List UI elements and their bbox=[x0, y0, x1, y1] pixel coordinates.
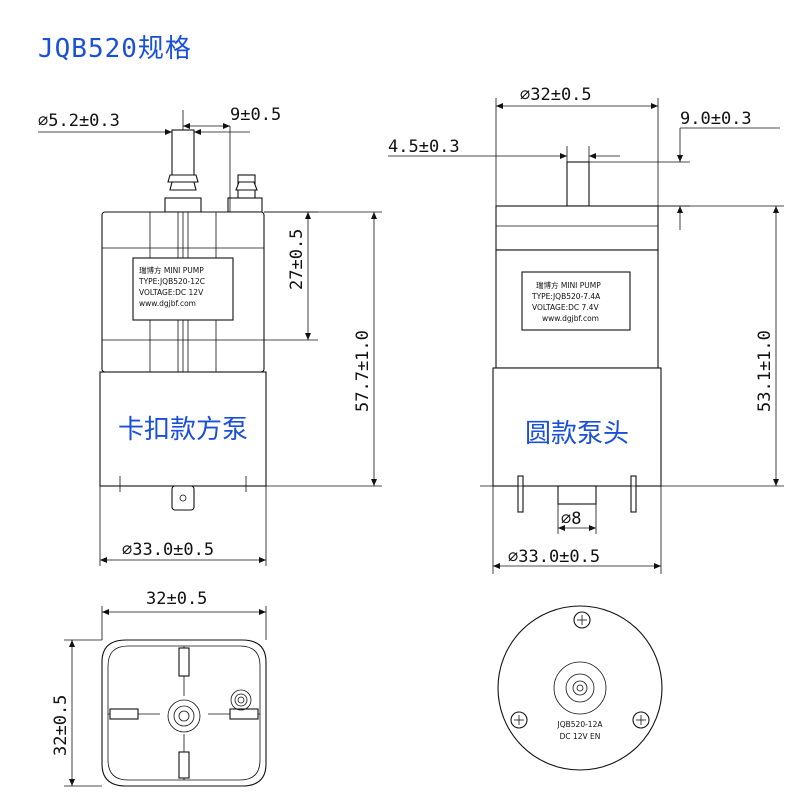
left-terminal bbox=[171, 485, 195, 511]
right-shaft-boss bbox=[557, 485, 597, 505]
right-view-label: 圆款泵头 bbox=[525, 419, 629, 449]
bottom-left-dim-h: 32±0.5 bbox=[51, 695, 71, 756]
right-sticker-line2: TYPE:JQB520-7.4A bbox=[531, 292, 601, 301]
left-main-nozzle bbox=[171, 129, 195, 183]
round-label-line1: JQB520-12A bbox=[557, 720, 604, 729]
right-dim-height: 53.1±1.0 bbox=[755, 330, 775, 412]
left-dim-nozzle: ∅5.2±0.3 bbox=[38, 111, 120, 131]
round-outlet bbox=[565, 673, 595, 703]
left-sticker-line1: 瑞博方 MINI PUMP bbox=[139, 265, 204, 275]
left-dim-offset: 9±0.5 bbox=[230, 105, 281, 125]
left-dim-height: 57.7±1.0 bbox=[353, 330, 373, 412]
left-sticker-line2: TYPE:JQB520-12C bbox=[138, 277, 205, 286]
right-pump-head bbox=[495, 205, 659, 251]
bottom-left-view: 32±0.5 32±0.5 bbox=[51, 589, 267, 787]
right-motor bbox=[492, 367, 662, 487]
left-dim-width: ∅33.0±0.5 bbox=[122, 540, 214, 560]
square-inlet bbox=[230, 689, 252, 711]
page-title: JQB520规格 bbox=[38, 34, 192, 64]
right-sticker-line4: www.dgjbf.com bbox=[542, 314, 599, 323]
right-dim-9: 9.0±0.3 bbox=[680, 109, 752, 129]
left-sticker-line3: VOLTAGE:DC 12V bbox=[139, 288, 204, 297]
right-dim-top: ∅32±0.5 bbox=[520, 85, 592, 105]
round-label-line2: DC 12V EN bbox=[560, 732, 601, 741]
right-dim-shaft: ∅8 bbox=[561, 509, 581, 529]
right-dim-width: ∅33.0±0.5 bbox=[508, 547, 600, 567]
left-dim-27: 27±0.5 bbox=[287, 229, 307, 290]
right-sticker bbox=[521, 271, 631, 331]
right-pump: 瑞博方 MINI PUMP TYPE:JQB520-7.4A VOLTAGE:D… bbox=[388, 85, 784, 574]
left-sticker bbox=[132, 257, 234, 321]
bottom-left-dim-w: 32±0.5 bbox=[146, 589, 207, 609]
left-sticker-line4: www.dgjbf.com bbox=[139, 299, 196, 308]
square-outlet bbox=[167, 699, 201, 733]
right-dim-45: 4.5±0.3 bbox=[388, 137, 460, 157]
right-nozzle bbox=[566, 161, 590, 207]
left-pump: 瑞博方 MINI PUMP TYPE:JQB520-12C VOLTAGE:DC… bbox=[38, 105, 382, 566]
bottom-right-view: JQB520-12A DC 12V EN bbox=[497, 605, 663, 771]
square-housing bbox=[101, 639, 267, 787]
right-sticker-line3: VOLTAGE:DC 7.4V bbox=[532, 303, 599, 312]
round-housing bbox=[497, 605, 663, 771]
left-view-label: 卡扣款方泵 bbox=[118, 415, 248, 445]
right-sticker-line1: 瑞博方 MINI PUMP bbox=[536, 280, 601, 290]
